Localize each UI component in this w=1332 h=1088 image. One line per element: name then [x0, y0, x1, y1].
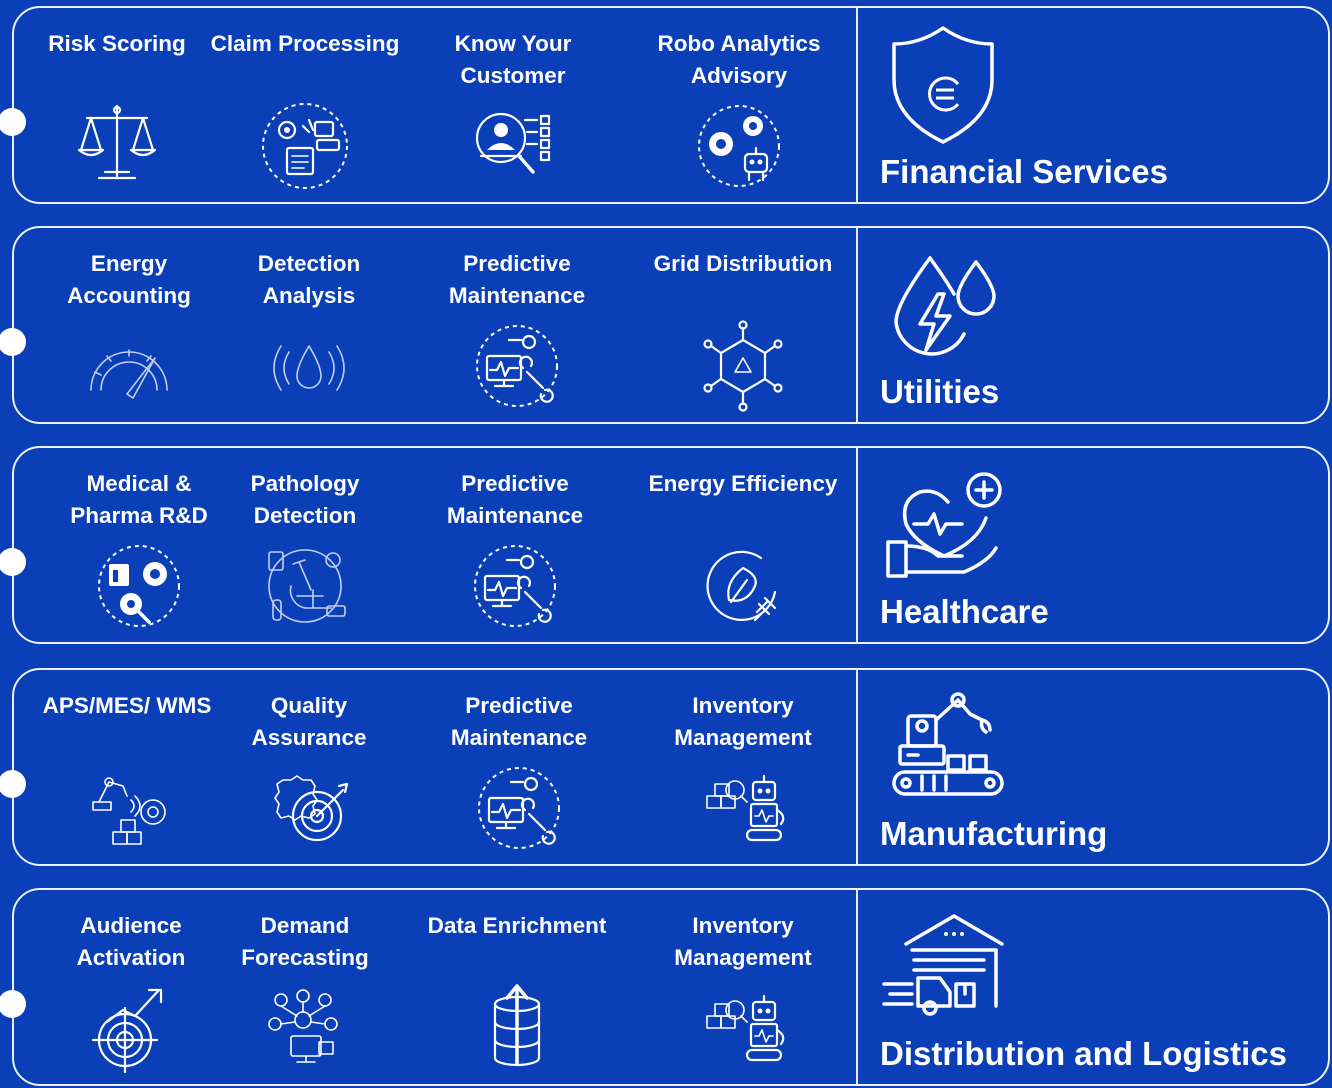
use-case-audience-activation: Audience Activation	[36, 910, 226, 1076]
water-drop-lightning-icon	[894, 256, 996, 356]
monitor-wrench-icon	[474, 545, 556, 627]
hexagon-network-icon	[703, 320, 783, 412]
use-case-label: Grid Distribution	[653, 251, 833, 276]
timeline-dot	[0, 990, 26, 1018]
use-case-pathology-detection: Pathology Detection	[210, 468, 400, 634]
monitor-wrench-icon	[478, 767, 560, 849]
gauge-meter-icon	[90, 349, 168, 399]
use-case-label: Detection Analysis	[257, 251, 361, 308]
use-case-risk-scoring: Risk Scoring	[22, 28, 212, 194]
gear-target-icon	[274, 775, 349, 842]
timeline-dot	[0, 328, 26, 356]
industry-band-financial-services: Risk Scoring Claim Processing Know Your	[0, 6, 1330, 204]
use-case-energy-efficiency: Energy Efficiency	[648, 468, 838, 634]
use-case-label: Inventory Management	[674, 693, 812, 750]
use-case-label: Audience Activation	[76, 913, 186, 970]
use-case-label: Data Enrichment	[427, 913, 607, 938]
use-case-grid-distribution: Grid Distribution	[648, 248, 838, 414]
use-case-predictive-maintenance: Predictive Maintenance	[422, 248, 612, 414]
use-case-inventory-management: Inventory Management	[648, 690, 838, 856]
use-case-label: Inventory Management	[674, 913, 812, 970]
industry-band-manufacturing: APS/MES/ WMS Quality Assurance Predictiv…	[0, 668, 1330, 866]
use-case-demand-forecasting: Demand Forecasting	[210, 910, 400, 1076]
use-case-label: Claim Processing	[210, 31, 400, 56]
band-divider	[856, 8, 858, 202]
use-case-claim-processing: Claim Processing	[210, 28, 400, 194]
use-case-label: Energy Accounting	[67, 251, 191, 308]
industry-band-distribution-logistics: Audience Activation Demand Forecasting	[0, 888, 1330, 1086]
use-case-label: Risk Scoring	[48, 31, 186, 56]
shield-euro-icon	[892, 26, 994, 144]
industry-band-healthcare: Medical & Pharma R&D Pathology Detection…	[0, 446, 1330, 644]
use-case-quality-assurance: Quality Assurance	[214, 690, 404, 856]
industry-name: Manufacturing	[880, 815, 1108, 852]
use-case-inventory-management: Inventory Management	[648, 910, 838, 1076]
timeline-dot	[0, 108, 26, 136]
industry-name: Healthcare	[880, 593, 1049, 630]
band-divider	[856, 448, 858, 642]
target-growth-icon	[91, 988, 163, 1074]
band-divider	[856, 890, 858, 1084]
industry-name: Utilities	[880, 373, 1000, 410]
use-case-data-enrichment: Data Enrichment	[422, 910, 612, 1076]
timeline-dot	[0, 770, 26, 798]
drop-signal-icon	[273, 345, 345, 391]
monitor-wrench-icon	[476, 325, 558, 407]
use-case-predictive-maintenance: Predictive Maintenance	[420, 468, 610, 634]
balance-scale-icon	[77, 104, 157, 180]
use-case-detection-analysis: Detection Analysis	[214, 248, 404, 414]
timeline-dot	[0, 548, 26, 576]
user-id-checklist-icon	[475, 112, 551, 174]
use-case-label: Know Your Customer	[454, 31, 572, 88]
robot-boxes-icon	[706, 994, 785, 1062]
use-case-predictive-maintenance: Predictive Maintenance	[424, 690, 614, 856]
robot-boxes-icon	[706, 774, 785, 842]
database-arrow-icon	[493, 984, 541, 1067]
use-case-label: Energy Efficiency	[648, 471, 838, 496]
industry-name: Financial Services	[880, 153, 1168, 190]
lab-research-icon	[98, 545, 180, 627]
use-case-aps-mes-wms: APS/MES/ WMS	[32, 690, 222, 856]
use-case-label: Predictive Maintenance	[450, 693, 588, 750]
gear-documents-icon	[262, 103, 348, 189]
hand-heart-icon	[886, 472, 1002, 578]
microscope-icon	[268, 549, 346, 623]
use-case-label: Demand Forecasting	[241, 913, 369, 970]
use-case-label: Quality Assurance	[251, 693, 367, 750]
use-case-know-your-customer: Know Your Customer	[418, 28, 608, 194]
use-case-label: APS/MES/ WMS	[42, 693, 212, 718]
use-case-energy-accounting: Energy Accounting	[34, 248, 224, 414]
use-case-medical-pharma-rd: Medical & Pharma R&D	[44, 468, 234, 634]
network-people-icon	[268, 989, 338, 1063]
use-case-label: Medical & Pharma R&D	[70, 471, 208, 528]
industry-name: Distribution and Logistics	[880, 1035, 1288, 1072]
band-divider	[856, 670, 858, 864]
warehouse-truck-icon	[882, 914, 1004, 1016]
use-case-label: Predictive Maintenance	[446, 471, 584, 528]
use-case-robo-analytics-advisory: Robo Analytics Advisory	[644, 28, 834, 194]
robot-gears-icon	[698, 105, 780, 187]
use-case-label: Pathology Detection	[250, 471, 360, 528]
band-divider	[856, 228, 858, 422]
robotic-arm-conveyor-icon	[892, 692, 1004, 796]
leaf-plug-icon	[706, 550, 777, 622]
use-case-label: Predictive Maintenance	[448, 251, 586, 308]
use-case-label: Robo Analytics Advisory	[657, 31, 821, 88]
robot-arm-boxes-icon	[92, 777, 166, 845]
industry-band-utilities: Energy Accounting Detection Analysis Pre…	[0, 226, 1330, 424]
